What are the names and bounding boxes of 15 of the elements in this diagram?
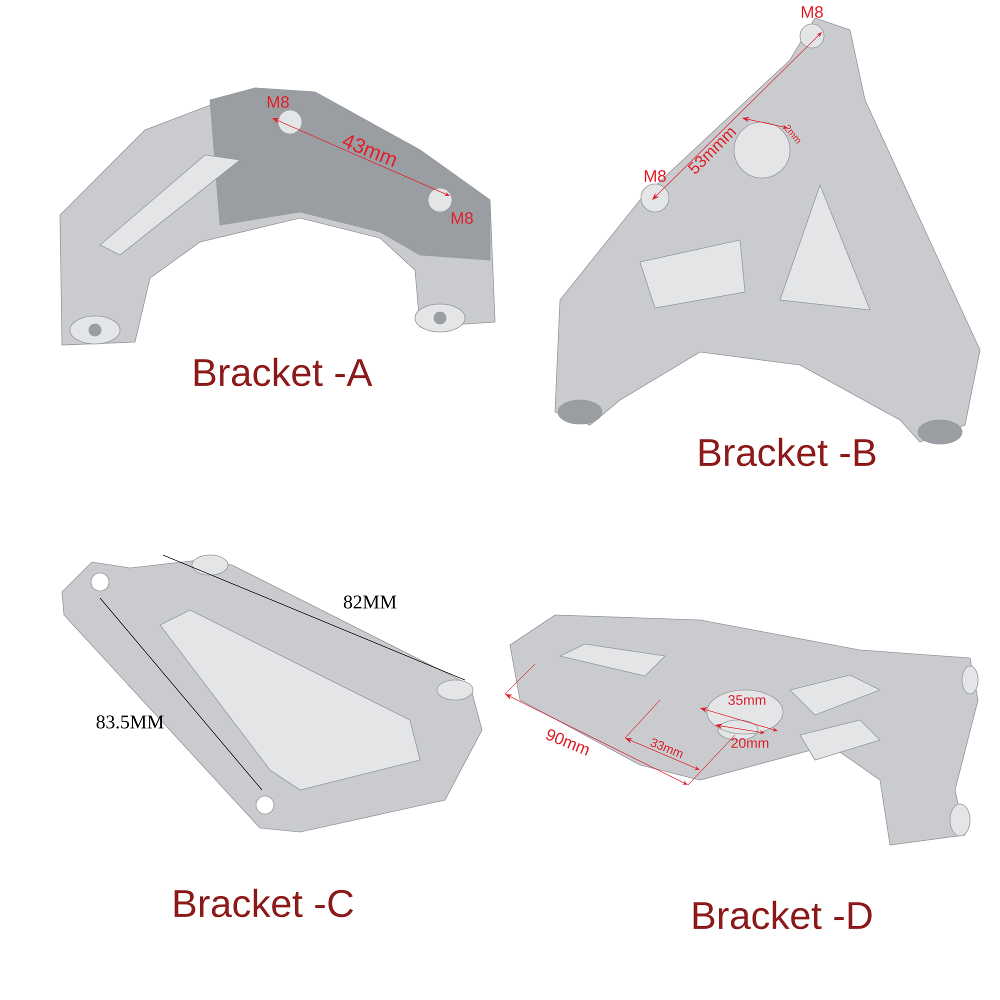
dimension-label: 43mm	[342, 135, 396, 167]
dimension-label: M8	[802, 6, 823, 18]
dimension-label: M8	[644, 170, 666, 182]
product-label: Bracket -A	[194, 358, 372, 386]
dimension-label: 90mm	[546, 729, 589, 756]
dimension-label: M8	[268, 96, 289, 108]
dimension-label: 82MM	[344, 595, 396, 609]
dimension-label: 35mm	[728, 695, 766, 705]
product-label: Bracket -C	[174, 888, 353, 918]
product-label: Bracket -B	[700, 438, 876, 466]
product-label: Bracket -D	[694, 900, 872, 930]
dimension-label: 33mm	[650, 738, 683, 758]
dimension-label: M8	[452, 212, 473, 224]
dimension-label: 83.5MM	[96, 715, 164, 729]
dimension-label: 20mm	[731, 738, 768, 748]
